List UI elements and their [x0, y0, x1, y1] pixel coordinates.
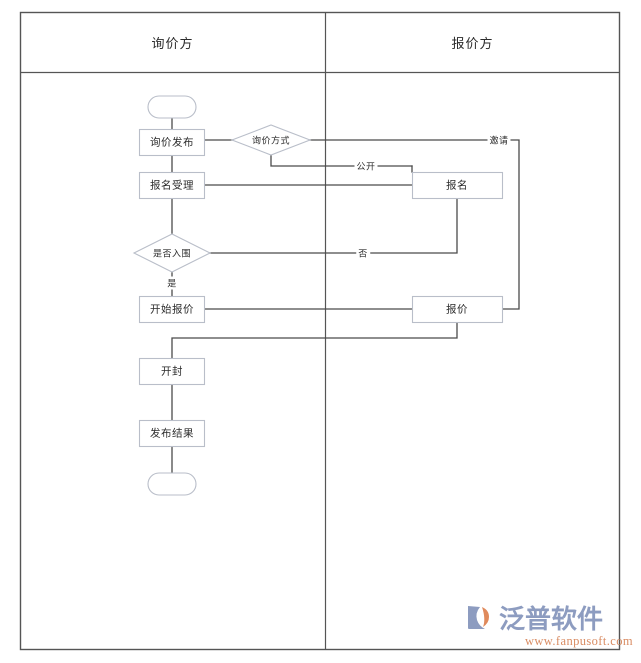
node-signup: [411, 171, 504, 200]
edge-shortlisted-no-to-signup: [209, 197, 458, 254]
node-shortlisted-decision: [132, 233, 212, 273]
lane-header-inquiry-party: 询价方: [151, 36, 194, 51]
watermark-url: www.fanpusoft.com: [524, 634, 633, 648]
edge-label-invite: 邀请: [487, 133, 511, 147]
edge-label-no: 否: [356, 246, 370, 260]
edge-label-yes: 是: [165, 276, 179, 290]
node-inquiry-publish: [138, 128, 206, 157]
flow-connectors: [171, 117, 520, 474]
node-open-bid: [138, 357, 206, 386]
watermark-brand: 泛普软件: [499, 604, 604, 635]
node-start-terminator: [147, 95, 197, 119]
lane-header-quotation-party: 报价方: [451, 36, 494, 51]
edge-quote-to-open-bid: [171, 321, 458, 359]
node-start-quote: [138, 295, 206, 324]
node-quote: [411, 295, 504, 324]
node-end-terminator: [147, 472, 197, 496]
node-publish-result: [138, 419, 206, 448]
watermark: 泛普软件 www.fanpusoft.com: [465, 601, 633, 653]
flow-nodes: [132, 95, 504, 496]
node-inquiry-mode-decision: [230, 124, 312, 156]
edge-label-public: 公开: [354, 159, 378, 173]
swimlane-frame: [19, 11, 621, 651]
fanpu-logo-icon: [468, 606, 489, 629]
node-signup-accept: [138, 171, 206, 200]
edge-mode-to-quote-invite: [309, 139, 520, 310]
